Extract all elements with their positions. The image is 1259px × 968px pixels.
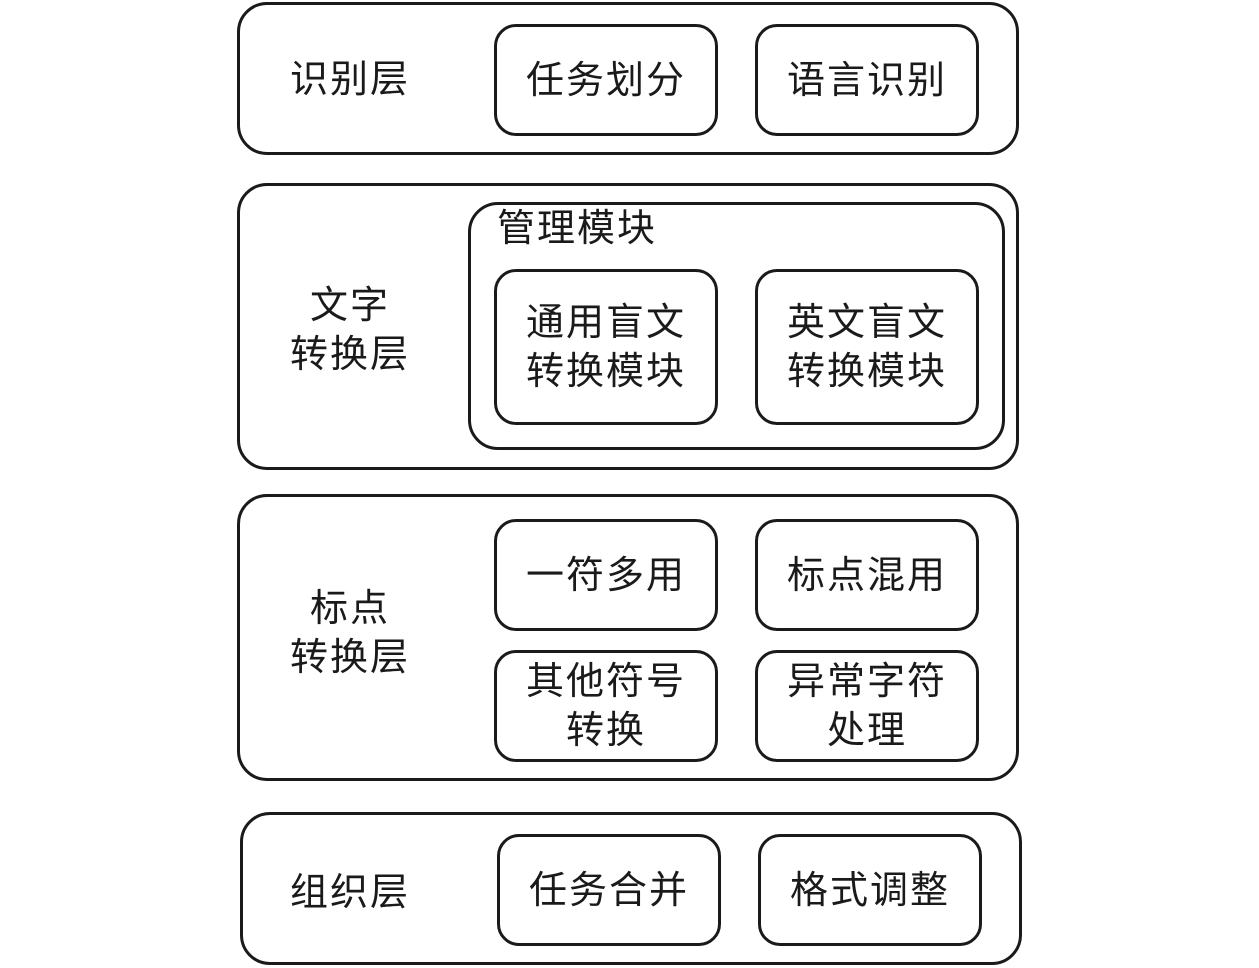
recognition-layer: 识别层 任务划分 语言识别 [237,2,1019,155]
english-braille-module-box: 英文盲文 转换模块 [755,269,979,425]
text-conversion-layer: 文字 转换层 管理模块 通用盲文 转换模块 英文盲文 转换模块 [237,183,1019,470]
general-braille-module-label: 通用盲文 转换模块 [525,300,686,393]
task-merge-label: 任务合并 [528,867,689,912]
management-module-group: 管理模块 通用盲文 转换模块 英文盲文 转换模块 [468,202,1005,450]
task-division-label: 任务划分 [525,57,686,102]
format-adjust-box: 格式调整 [758,834,982,946]
abnormal-char-handling-label: 异常字符 处理 [786,659,947,752]
organization-layer: 组织层 任务合并 格式调整 [240,812,1022,965]
punctuation-conversion-layer-label: 标点 转换层 [289,586,410,679]
management-module-label: 管理模块 [497,206,658,250]
general-braille-module-box: 通用盲文 转换模块 [494,269,718,425]
text-conversion-layer-label: 文字 转换层 [289,283,410,376]
multi-use-symbol-label: 一符多用 [525,552,686,597]
format-adjust-label: 格式调整 [789,867,950,912]
punctuation-conversion-layer: 标点 转换层 一符多用 标点混用 其他符号 转换 异常字符 处理 [237,494,1019,781]
abnormal-char-handling-box: 异常字符 处理 [755,650,979,762]
other-symbol-conversion-label: 其他符号 转换 [525,659,686,752]
task-merge-box: 任务合并 [497,834,721,946]
language-recognition-box: 语言识别 [755,24,979,136]
mixed-punctuation-label: 标点混用 [786,552,947,597]
other-symbol-conversion-box: 其他符号 转换 [494,650,718,762]
english-braille-module-label: 英文盲文 转换模块 [786,300,947,393]
recognition-layer-label: 识别层 [289,57,410,101]
multi-use-symbol-box: 一符多用 [494,519,718,631]
organization-layer-label: 组织层 [289,870,410,914]
mixed-punctuation-box: 标点混用 [755,519,979,631]
language-recognition-label: 语言识别 [786,57,947,102]
task-division-box: 任务划分 [494,24,718,136]
